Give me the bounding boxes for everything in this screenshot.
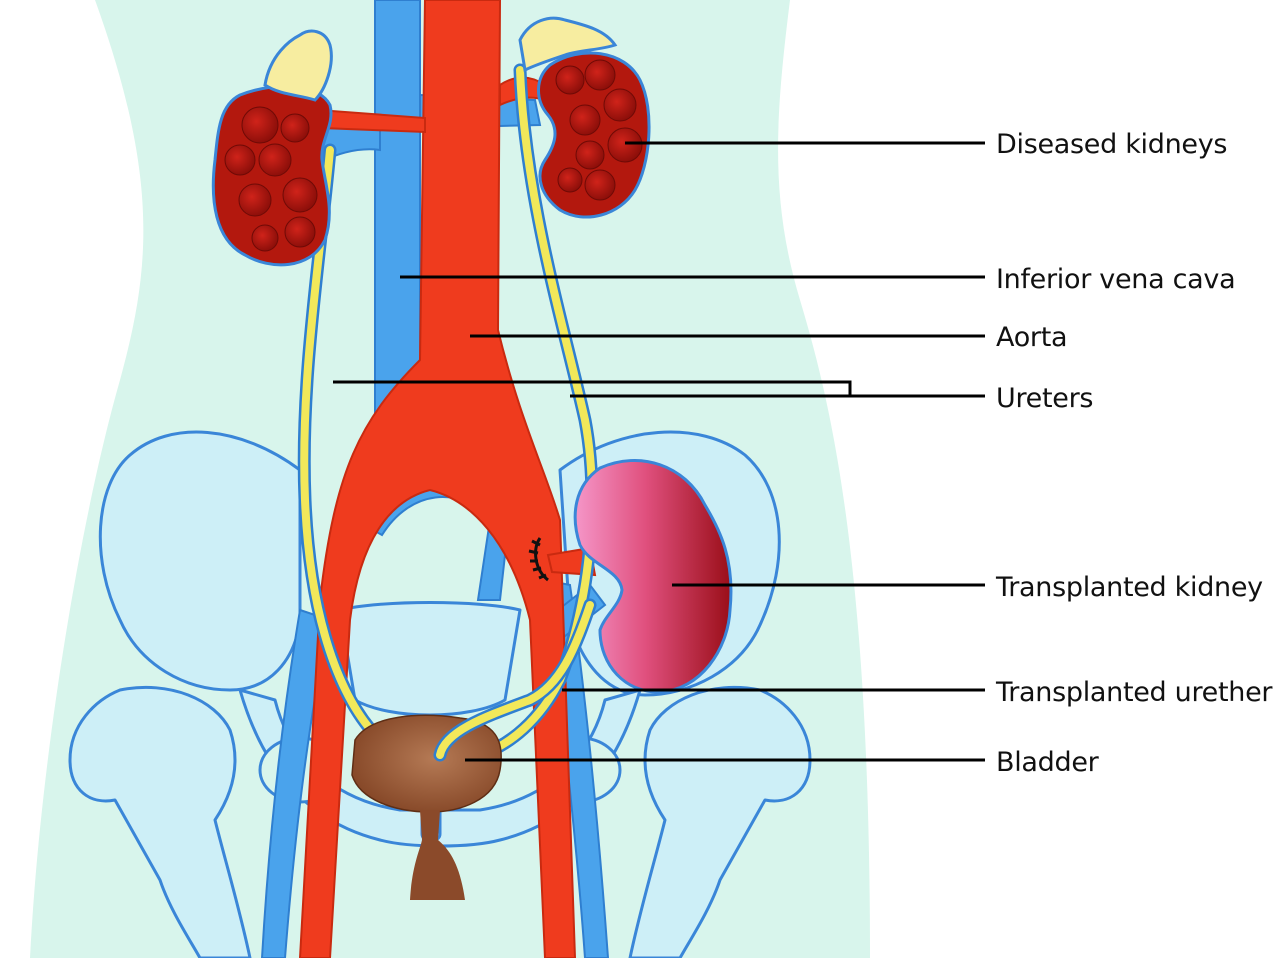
leader-ureters	[333, 380, 852, 396]
right-diseased-kidney	[537, 51, 651, 219]
label-transplanted-urether: Transplanted urether	[995, 677, 1273, 708]
label-ureters: Ureters	[996, 383, 1093, 414]
bladder-organ	[351, 714, 502, 900]
labels: Diseased kidneys Inferior vena cava Aort…	[995, 129, 1274, 778]
aorta-vessel	[298, 0, 577, 958]
left-iliac-wing	[98, 430, 302, 692]
sacrum	[338, 601, 522, 717]
anastomosis-sutures	[528, 537, 549, 582]
left-femur	[68, 685, 252, 958]
label-transplanted-kidney: Transplanted kidney	[995, 572, 1263, 603]
left-diseased-kidney	[211, 84, 333, 267]
label-diseased-kidneys: Diseased kidneys	[996, 129, 1227, 160]
label-aorta: Aorta	[996, 322, 1067, 353]
label-inferior-vena-cava: Inferior vena cava	[996, 264, 1235, 295]
urethra	[410, 810, 465, 900]
leader-lines	[333, 141, 985, 762]
label-bladder: Bladder	[996, 747, 1100, 778]
left-adrenal-gland	[263, 29, 333, 102]
right-adrenal-gland	[518, 16, 618, 73]
